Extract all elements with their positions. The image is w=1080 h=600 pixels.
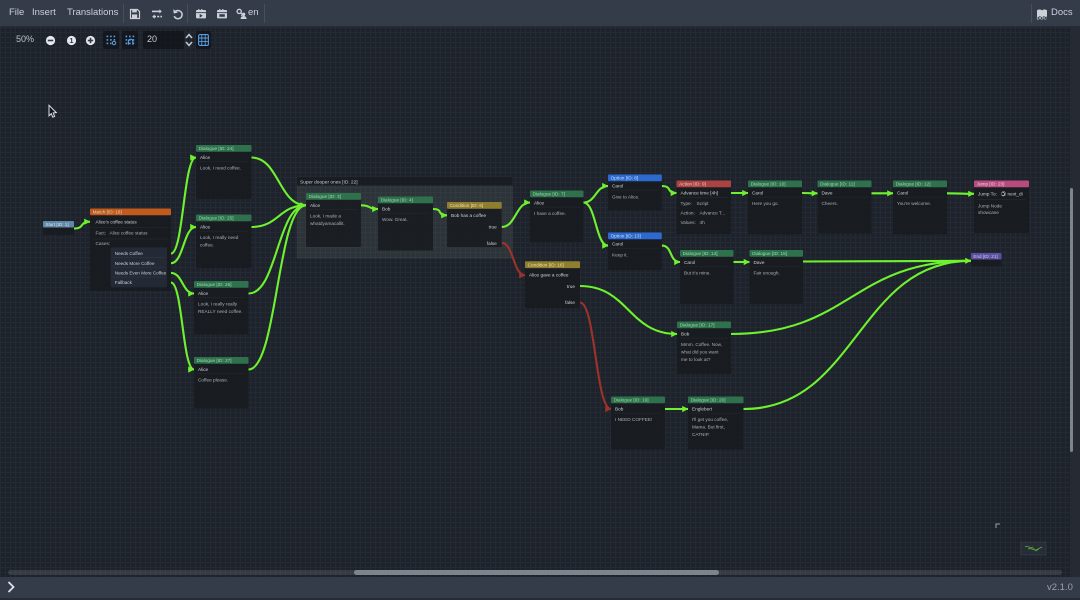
svg-text:Alice: Alice <box>198 367 209 372</box>
svg-text:Dialogue [ID: 12]: Dialogue [ID: 12] <box>896 182 931 187</box>
svg-text:Script: Script <box>697 201 710 206</box>
svg-text:Fact:: Fact: <box>96 231 106 236</box>
svg-text:Jump Node: Jump Node <box>978 204 1002 209</box>
svg-text:Dialogue [ID: 25]: Dialogue [ID: 25] <box>199 216 234 221</box>
svg-text:Option [ID: 8]: Option [ID: 8] <box>611 176 639 181</box>
svg-text:false: false <box>487 241 497 246</box>
svg-text:Alice coffee status: Alice coffee status <box>110 231 149 236</box>
svg-text:Carol: Carol <box>612 184 623 189</box>
svg-text:Coffee please.: Coffee please. <box>198 378 228 383</box>
svg-text:Bob: Bob <box>615 407 624 412</box>
svg-text:Dialogue [ID: 14]: Dialogue [ID: 14] <box>683 251 718 256</box>
svg-text:1: 1 <box>69 36 73 45</box>
svg-text:Englebert: Englebert <box>692 407 713 412</box>
svg-text:Jump To:: Jump To: <box>978 191 997 196</box>
svg-text:Advance time [4h]: Advance time [4h] <box>681 191 719 196</box>
svg-text:Mama. But first,: Mama. But first, <box>692 425 725 430</box>
svg-text:Look, I really need: Look, I really need <box>200 235 239 240</box>
svg-text:Fallback: Fallback <box>115 280 133 285</box>
svg-text:what did you want: what did you want <box>681 350 719 355</box>
svg-text:Carol: Carol <box>752 191 763 196</box>
svg-text:But it's mine.: But it's mine. <box>684 271 711 276</box>
svg-text:Dialogue [ID: 15]: Dialogue [ID: 15] <box>752 251 787 256</box>
svg-text:true: true <box>489 225 497 230</box>
svg-text:Dialogue [ID: 7]: Dialogue [ID: 7] <box>533 192 565 197</box>
svg-text:Bob: Bob <box>382 207 391 212</box>
svg-text:Alice: Alice <box>198 291 209 296</box>
svg-text:true: true <box>567 284 575 289</box>
svg-text:I have a coffee.: I have a coffee. <box>534 211 566 216</box>
svg-text:Advance T...: Advance T... <box>700 211 726 216</box>
svg-text:Values:: Values: <box>681 220 696 225</box>
svg-text:CATNIP.: CATNIP. <box>692 432 710 437</box>
svg-text:Give to Alice.: Give to Alice. <box>612 195 639 200</box>
svg-text:Dialogue [ID: 3]: Dialogue [ID: 3] <box>309 194 341 199</box>
svg-text:Alice: Alice <box>534 201 545 206</box>
svg-text:Alice's coffee status: Alice's coffee status <box>96 219 138 224</box>
svg-text:showcase: showcase <box>978 210 999 215</box>
svg-text:Start [ID: 1]: Start [ID: 1] <box>45 222 68 227</box>
svg-text:Dialogue [ID: 26]: Dialogue [ID: 26] <box>197 282 232 287</box>
svg-text:You're welcome.: You're welcome. <box>897 201 931 206</box>
svg-text:Match [ID: 18]: Match [ID: 18] <box>93 210 122 215</box>
svg-text:Dialogue [ID: 4]: Dialogue [ID: 4] <box>381 198 413 203</box>
svg-text:Dialogue [ID: 17]: Dialogue [ID: 17] <box>680 323 715 328</box>
svg-text:Look, I really really: Look, I really really <box>198 302 238 307</box>
svg-text:End [ID: 21]: End [ID: 21] <box>973 254 997 259</box>
svg-text:Needs Even More Coffee: Needs Even More Coffee <box>115 271 167 276</box>
svg-text:Bob has a coffee: Bob has a coffee <box>451 213 486 218</box>
svg-text:coffee.: coffee. <box>200 243 214 248</box>
svg-text:Dialogue [ID: 11]: Dialogue [ID: 11] <box>820 182 855 187</box>
svg-text:Fair enough.: Fair enough. <box>754 271 780 276</box>
svg-text:Condition [ID: 16]: Condition [ID: 16] <box>528 262 564 267</box>
svg-text:Keep it.: Keep it. <box>612 253 628 258</box>
svg-text:Alice: Alice <box>310 203 321 208</box>
svg-text:Condition [ID: 6]: Condition [ID: 6] <box>450 203 484 208</box>
svg-text:Look, I made a: Look, I made a <box>310 214 341 219</box>
svg-text:Dialogue [ID: 27]: Dialogue [ID: 27] <box>197 358 232 363</box>
svg-text:Alice gave a coffee: Alice gave a coffee <box>529 273 569 278</box>
svg-text:Dave: Dave <box>754 260 765 265</box>
svg-text:4h: 4h <box>700 220 706 225</box>
svg-text:false: false <box>565 300 575 305</box>
svg-text:Carol: Carol <box>684 260 695 265</box>
svg-text:Alice: Alice <box>200 155 211 160</box>
svg-text:Option [ID: 13]: Option [ID: 13] <box>611 234 641 239</box>
svg-text:Cheers.: Cheers. <box>822 201 838 206</box>
svg-text:next_di: next_di <box>1008 191 1023 196</box>
svg-text:I'll get you coffee,: I'll get you coffee, <box>692 417 728 422</box>
svg-text:Needs Coffee: Needs Coffee <box>115 251 143 256</box>
svg-text:whatdyamacallit.: whatdyamacallit. <box>310 221 345 226</box>
svg-text:Dialogue [ID: 10]: Dialogue [ID: 10] <box>751 182 786 187</box>
svg-text:DOC: DOC <box>1037 16 1048 20</box>
svg-text:Dave: Dave <box>822 191 833 196</box>
svg-text:Action:: Action: <box>681 211 695 216</box>
svg-text:Jump [ID: 23]: Jump [ID: 23] <box>977 182 1005 187</box>
svg-text:Dialogue [ID: 24]: Dialogue [ID: 24] <box>199 146 234 151</box>
svg-text:Mmm. Coffee. Now,: Mmm. Coffee. Now, <box>681 342 722 347</box>
svg-text:REALLY need coffee.: REALLY need coffee. <box>198 309 243 314</box>
svg-text:Needs More Coffee: Needs More Coffee <box>115 261 155 266</box>
svg-text:Bob: Bob <box>681 332 690 337</box>
svg-text:Dialogue [ID: 20]: Dialogue [ID: 20] <box>691 398 726 403</box>
svg-text:Wow. Great.: Wow. Great. <box>382 217 408 222</box>
svg-text:Alice: Alice <box>200 225 211 230</box>
svg-text:Super dooper ones [ID: 22]: Super dooper ones [ID: 22] <box>300 179 358 185</box>
svg-text:Cases:: Cases: <box>96 241 111 246</box>
svg-text:Action [ID: 9]: Action [ID: 9] <box>679 182 706 187</box>
svg-text:Look, I need coffee.: Look, I need coffee. <box>200 166 241 171</box>
svg-text:Type:: Type: <box>681 201 692 206</box>
svg-text:me to look at?: me to look at? <box>681 357 711 362</box>
svg-text:Carol: Carol <box>612 242 623 247</box>
svg-text:I NEED COFFEE!: I NEED COFFEE! <box>615 417 652 422</box>
svg-text:Here you go.: Here you go. <box>752 201 779 206</box>
svg-text:Dialogue [ID: 19]: Dialogue [ID: 19] <box>614 398 649 403</box>
svg-text:Carol: Carol <box>897 191 908 196</box>
